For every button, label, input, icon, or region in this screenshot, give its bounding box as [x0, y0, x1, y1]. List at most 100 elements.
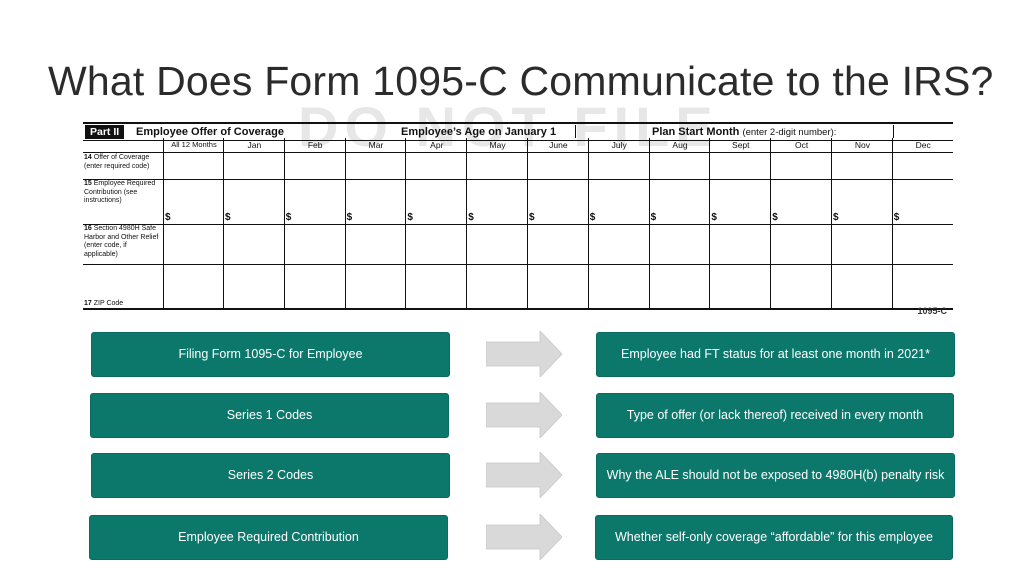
- part-label: Part II: [85, 125, 125, 139]
- month-header: Sept: [709, 138, 771, 152]
- form-header-row: Part II Employee Offer of Coverage Emplo…: [83, 122, 953, 141]
- part-title: Employee Offer of Coverage: [136, 126, 284, 138]
- right-arrow-icon: [486, 452, 562, 498]
- form-entry-cell[interactable]: [223, 264, 285, 309]
- form-row-line-14: 14 Offer of Coverage (enter required cod…: [83, 153, 953, 180]
- month-header: May: [466, 138, 528, 152]
- row-label-text: Offer of Coverage (enter required code): [84, 154, 150, 170]
- month-header: Aug: [648, 138, 711, 152]
- form-entry-cell[interactable]: [405, 264, 467, 309]
- form-entry-cell[interactable]: [283, 153, 346, 179]
- form-entry-cell[interactable]: $: [587, 179, 650, 224]
- dollar-sign: $: [468, 212, 474, 223]
- form-entry-cell[interactable]: [163, 153, 224, 179]
- dollar-sign: $: [772, 212, 778, 223]
- form-entry-cell[interactable]: [283, 264, 346, 309]
- month-header: Dec: [891, 138, 954, 152]
- employee-age-box[interactable]: [575, 125, 636, 138]
- form-entry-cell[interactable]: [587, 153, 650, 179]
- form-entry-cell[interactable]: $: [163, 179, 224, 224]
- form-entry-cell[interactable]: [163, 224, 224, 264]
- dollar-sign: $: [165, 212, 171, 223]
- form-entry-cell[interactable]: $: [405, 179, 467, 224]
- form-entry-cell[interactable]: [770, 264, 832, 309]
- month-header: Mar: [344, 138, 407, 152]
- form-entry-cell[interactable]: [831, 153, 893, 179]
- dollar-sign: $: [650, 212, 657, 223]
- row-label-text: Section 4980H Safe Harbor and Other Reli…: [84, 225, 159, 258]
- form-entry-cell[interactable]: [163, 264, 224, 309]
- form-entry-cell[interactable]: [283, 224, 346, 264]
- mapping-left-box: Series 2 Codes: [91, 453, 450, 498]
- form-row-line-15: 15 Employee Required Contribution (see i…: [83, 179, 953, 225]
- plan-start-month-box[interactable]: [893, 125, 954, 138]
- form-watermark: DO NOT FILE: [298, 95, 719, 158]
- form-entry-cell[interactable]: [223, 224, 285, 264]
- form-entry-cell[interactable]: $: [527, 179, 589, 224]
- dollar-sign: $: [893, 212, 900, 223]
- dollar-sign: $: [529, 212, 535, 223]
- row-label-text: Employee Required Contribution (see inst…: [84, 180, 156, 204]
- month-header: Oct: [770, 138, 832, 152]
- form-entry-cell[interactable]: $: [891, 179, 954, 224]
- form-entry-cell[interactable]: [527, 264, 589, 309]
- form-entry-cell[interactable]: [831, 224, 893, 264]
- right-arrow-icon: [486, 392, 562, 438]
- form-entry-cell[interactable]: $: [466, 179, 528, 224]
- form-entry-cell[interactable]: [709, 224, 771, 264]
- form-entry-cell[interactable]: $: [709, 179, 771, 224]
- form-entry-cell[interactable]: [344, 153, 407, 179]
- form-entry-cell[interactable]: [709, 153, 771, 179]
- form-entry-cell[interactable]: [344, 264, 407, 309]
- form-entry-cell[interactable]: [770, 224, 832, 264]
- plan-start-month-note: (enter 2-digit number):: [742, 127, 837, 138]
- plan-start-month-label: Plan Start Month (enter 2-digit number):: [652, 125, 836, 140]
- form-entry-cell[interactable]: [466, 264, 528, 309]
- form-entry-cell[interactable]: [831, 264, 893, 309]
- row-number: 17: [84, 299, 92, 307]
- form-entry-cell[interactable]: $: [283, 179, 346, 224]
- mapping-left-box: Employee Required Contribution: [89, 515, 448, 560]
- form-entry-cell[interactable]: [587, 224, 650, 264]
- form-entry-cell[interactable]: [648, 264, 711, 309]
- month-header: July: [587, 138, 650, 152]
- form-entry-cell[interactable]: [891, 224, 954, 264]
- form-entry-cell[interactable]: [223, 153, 285, 179]
- form-entry-cell[interactable]: $: [770, 179, 832, 224]
- form-entry-cell[interactable]: $: [648, 179, 711, 224]
- form-entry-cell[interactable]: $: [223, 179, 285, 224]
- form-row-line-17: 17 ZIP Code: [83, 264, 953, 310]
- form-entry-cell[interactable]: [709, 264, 771, 309]
- form-entry-cell[interactable]: [587, 264, 650, 309]
- month-header: June: [527, 138, 589, 152]
- form-entry-cell[interactable]: [770, 153, 832, 179]
- dollar-sign: $: [407, 212, 413, 223]
- form-entry-cell[interactable]: [466, 224, 528, 264]
- row-label: 15 Employee Required Contribution (see i…: [84, 180, 160, 206]
- form-entry-cell[interactable]: [648, 153, 711, 179]
- form-entry-cell[interactable]: [405, 153, 467, 179]
- form-entry-cell[interactable]: [344, 224, 407, 264]
- form-entry-cell[interactable]: $: [344, 179, 407, 224]
- form-footer-mark: 1095-C: [917, 306, 947, 316]
- form-entry-cell[interactable]: [527, 224, 589, 264]
- form-entry-cell[interactable]: [405, 224, 467, 264]
- form-entry-cell[interactable]: [891, 264, 954, 309]
- dollar-sign: $: [285, 212, 292, 223]
- row-label-text: ZIP Code: [93, 299, 124, 307]
- mapping-right-box: Whether self-only coverage “affordable” …: [595, 515, 953, 560]
- form-entry-cell[interactable]: [891, 153, 954, 179]
- mapping-left-box: Filing Form 1095-C for Employee: [91, 332, 450, 377]
- dollar-sign: $: [711, 212, 717, 223]
- form-entry-cell[interactable]: [466, 153, 528, 179]
- employee-age-label: Employee’s Age on January 1: [401, 126, 557, 138]
- row-label: 16 Section 4980H Safe Harbor and Other R…: [84, 225, 160, 259]
- dollar-sign: $: [589, 212, 596, 223]
- form-entry-cell[interactable]: [648, 224, 711, 264]
- mapping-left-box: Series 1 Codes: [90, 393, 449, 438]
- row-number: 15: [84, 180, 92, 187]
- form-entry-cell[interactable]: $: [831, 179, 893, 224]
- form-entry-cell[interactable]: [527, 153, 589, 179]
- plan-start-month-title: Plan Start Month: [652, 126, 740, 138]
- slide-title: What Does Form 1095-C Communicate to the…: [48, 58, 994, 104]
